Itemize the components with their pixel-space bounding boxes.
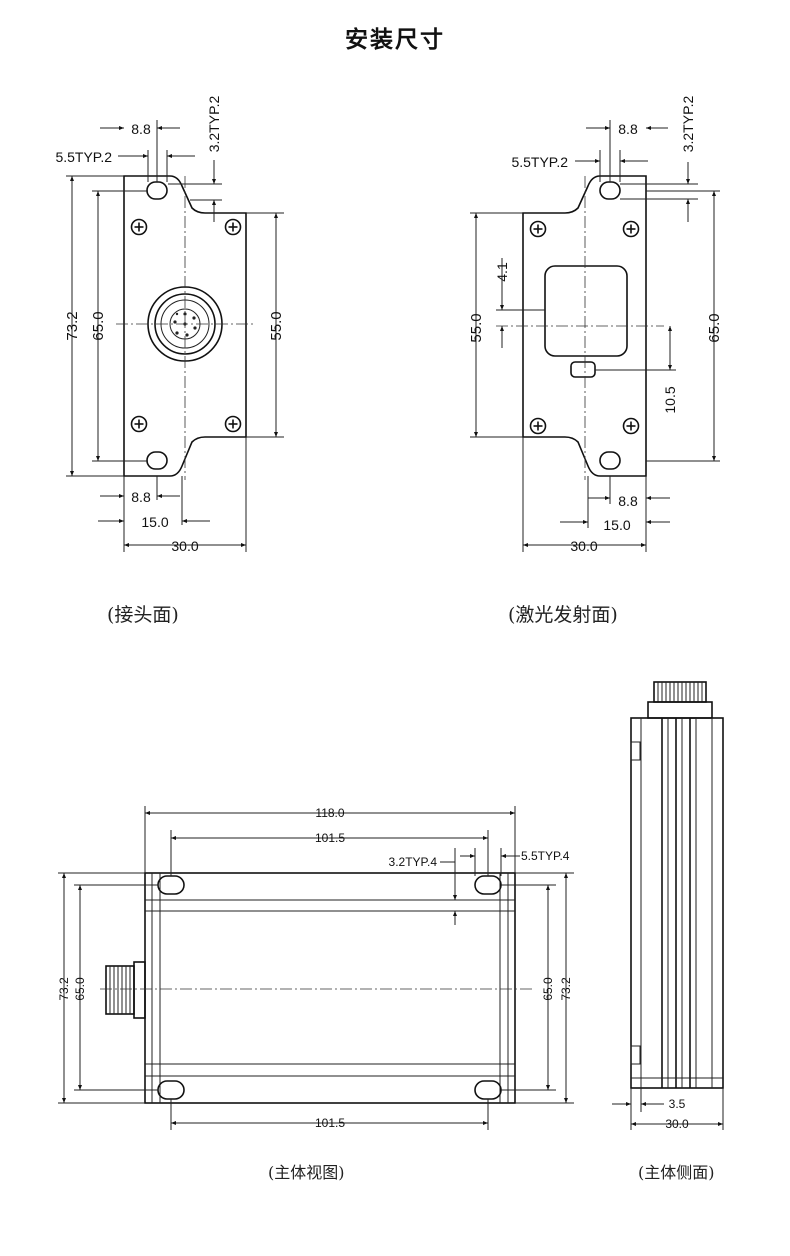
dim-slot: 3.2TYP.2	[680, 96, 696, 153]
main-top-view: 118.0 101.5 3.2TYP.4 5.5TYP.4 73.2 65.0 …	[57, 806, 574, 1130]
dim-slot: 3.2TYP.4	[389, 855, 438, 869]
dim-hole-dia: 5.5TYP.4	[521, 849, 570, 863]
dim-bottom-offset: 8.8	[131, 489, 151, 505]
dim-half-width: 15.0	[603, 517, 630, 533]
dim-height-body: 55.0	[468, 313, 485, 342]
page-title: 安装尺寸	[345, 27, 445, 53]
dim-height-holes: 65.0	[706, 313, 723, 342]
dim-height-holes: 65.0	[90, 311, 107, 340]
dim-emitter-offset: 10.5	[662, 386, 678, 413]
dim-height-outer: 73.2	[64, 311, 81, 340]
dim-width: 30.0	[171, 538, 198, 554]
dim-hole-spacing-top: 101.5	[315, 831, 345, 845]
dim-height-holes-right: 65.0	[541, 977, 555, 1001]
main-side-caption: (主体侧面)	[638, 1163, 715, 1182]
dim-width: 30.0	[570, 538, 597, 554]
dim-slot: 3.2TYP.2	[206, 96, 222, 153]
dim-hole-dia: 5.5TYP.2	[55, 149, 112, 165]
dim-height-outer-right: 73.2	[559, 977, 573, 1001]
laser-face-caption: (激光发射面)	[508, 604, 618, 626]
dim-width: 30.0	[665, 1117, 689, 1131]
laser-face-view: 8.8 5.5TYP.2 3.2TYP.2 4.1 55.0 65.0 10.5…	[468, 96, 723, 554]
dim-height-body: 55.0	[268, 311, 285, 340]
connector-face-caption: (接头面)	[107, 604, 179, 626]
dim-hole-spacing: 8.8	[131, 121, 151, 137]
dim-bottom-offset: 8.8	[618, 493, 638, 509]
dim-window-offset: 4.1	[494, 262, 510, 282]
main-side-view: 3.5 30.0	[612, 681, 724, 1131]
dim-height-holes: 65.0	[73, 977, 87, 1001]
dim-hole-dia: 5.5TYP.2	[511, 154, 568, 170]
dim-hole-spacing-bottom: 101.5	[315, 1116, 345, 1130]
dim-height-outer: 73.2	[57, 977, 71, 1001]
dim-hole-spacing: 8.8	[618, 121, 638, 137]
dim-half-width: 15.0	[141, 514, 168, 530]
dim-length-total: 118.0	[315, 806, 344, 820]
connector-face-view: 8.8 5.5TYP.2 3.2TYP.2 73.2 65.0 55.0 8.8…	[55, 96, 285, 554]
main-top-caption: (主体视图)	[268, 1163, 345, 1182]
dim-flange: 3.5	[669, 1097, 686, 1111]
